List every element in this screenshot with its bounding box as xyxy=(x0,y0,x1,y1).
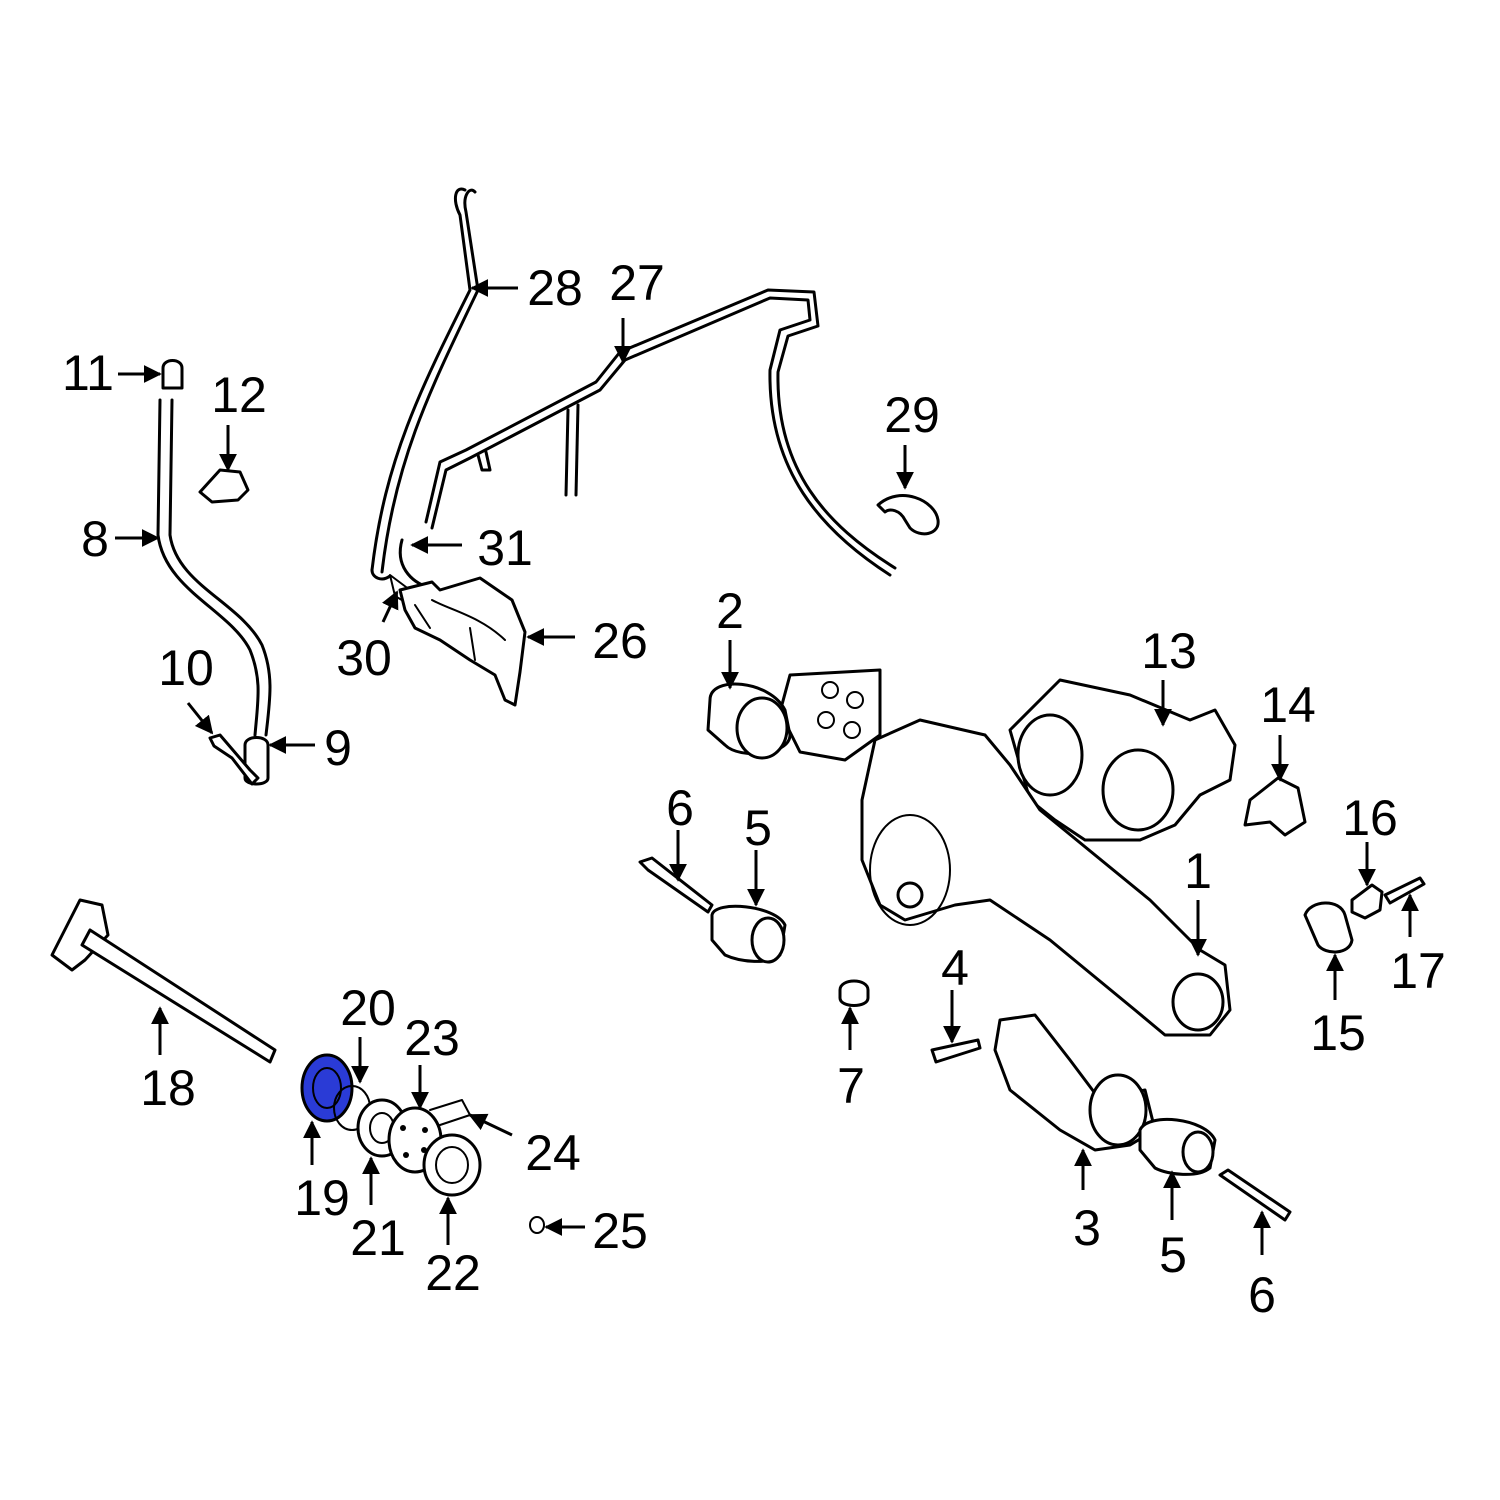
part-28-tube xyxy=(370,187,480,581)
part-11-cap xyxy=(161,359,184,390)
callout-4: 4 xyxy=(941,940,969,996)
part-26-shield xyxy=(398,576,527,707)
part-6-bolt-left xyxy=(638,856,714,914)
callout-10: 10 xyxy=(158,640,214,696)
part-5-bushing-left xyxy=(710,904,787,964)
callout-labels: 1 2 3 4 5 5 6 6 7 8 9 10 11 12 13 14 15 … xyxy=(62,255,1446,1323)
part-25-o-ring xyxy=(529,1216,545,1234)
part-12-connector xyxy=(198,468,250,504)
callout-3: 3 xyxy=(1073,1200,1101,1256)
callout-18: 18 xyxy=(140,1060,196,1116)
callout-30: 30 xyxy=(336,630,392,686)
part-6-bolt-right xyxy=(1218,1168,1292,1222)
callout-13: 13 xyxy=(1141,623,1197,679)
part-13-housing xyxy=(1008,678,1237,842)
part-1-axle-housing xyxy=(860,718,1232,1037)
part-18-axle-shaft xyxy=(50,898,277,1064)
part-19-seal-highlighted xyxy=(300,1053,354,1123)
callout-5-right: 5 xyxy=(1159,1227,1187,1283)
part-16-bushing xyxy=(1350,883,1384,920)
callout-28: 28 xyxy=(527,260,583,316)
callout-11: 11 xyxy=(62,345,114,401)
callout-6-left: 6 xyxy=(666,780,694,836)
part-29-clip xyxy=(876,494,940,536)
callout-14: 14 xyxy=(1260,677,1316,733)
callout-27: 27 xyxy=(609,255,665,311)
callout-8: 8 xyxy=(81,511,109,567)
callout-2: 2 xyxy=(716,583,744,639)
part-24-sensor-bracket xyxy=(429,1099,471,1126)
leader-arrows xyxy=(115,279,1419,1255)
callout-26: 26 xyxy=(592,613,648,669)
callout-31: 31 xyxy=(477,520,533,576)
callout-7: 7 xyxy=(837,1058,865,1114)
callout-15: 15 xyxy=(1310,1005,1366,1061)
part-8-vent-hose xyxy=(156,398,272,737)
part-17-bolt xyxy=(1383,876,1426,905)
part-15-bushing xyxy=(1303,901,1354,954)
callout-24: 24 xyxy=(525,1125,581,1181)
callout-17: 17 xyxy=(1390,943,1446,999)
part-5-bushing-right xyxy=(1138,1117,1217,1176)
callout-23: 23 xyxy=(404,1010,460,1066)
callout-22: 22 xyxy=(425,1245,481,1301)
part-3-lower-arm xyxy=(993,1013,1157,1152)
part-4-bolt xyxy=(930,1038,982,1064)
part-10-bolt xyxy=(208,733,260,786)
part-7-plug xyxy=(838,979,870,1007)
part-2-mount xyxy=(706,668,882,762)
callout-6-right: 6 xyxy=(1248,1267,1276,1323)
callout-25: 25 xyxy=(592,1203,648,1259)
callout-19: 19 xyxy=(294,1170,350,1226)
callout-20: 20 xyxy=(340,980,396,1036)
callout-9: 9 xyxy=(324,720,352,776)
callout-1: 1 xyxy=(1184,843,1212,899)
part-26-shield-detail xyxy=(414,599,506,661)
callout-5-left: 5 xyxy=(744,800,772,856)
part-22-bearing xyxy=(422,1133,482,1197)
callout-21: 21 xyxy=(350,1210,406,1266)
callout-12: 12 xyxy=(211,367,267,423)
callout-29: 29 xyxy=(884,387,940,443)
callout-16: 16 xyxy=(1342,790,1398,846)
part-27-brake-line xyxy=(424,288,897,577)
part-14-bracket xyxy=(1243,776,1307,837)
